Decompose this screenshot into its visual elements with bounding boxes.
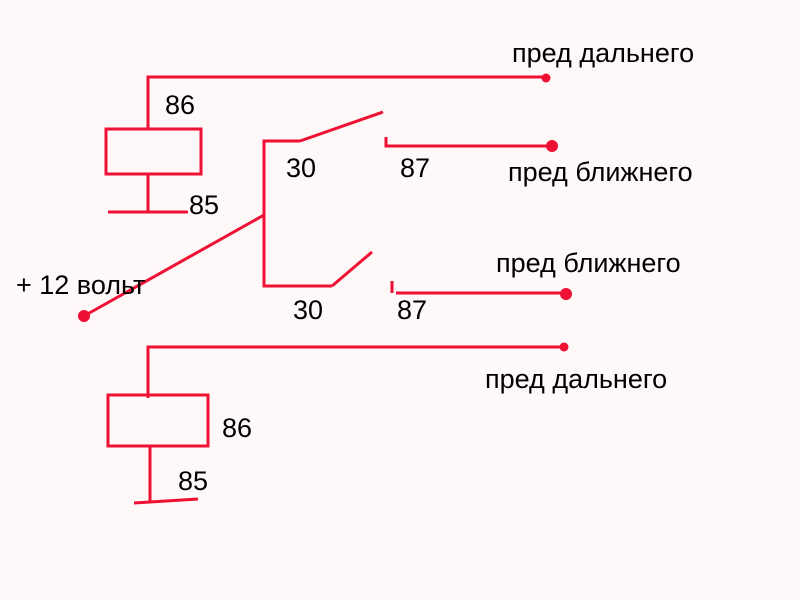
bottom-relay-pin85-label: 85 xyxy=(178,466,209,496)
bottom-relay-coil xyxy=(106,393,210,448)
top-near-label: пред ближнего xyxy=(508,157,693,187)
bottom-far-label: пред дальнего xyxy=(485,364,668,394)
wires xyxy=(83,75,566,505)
top-switch-pin87-label: 87 xyxy=(400,153,431,183)
top-switch-87-wire xyxy=(384,137,552,148)
bottom-far-terminal xyxy=(559,342,569,352)
top-far-terminal xyxy=(541,73,551,83)
bottom-relay-ground-bar xyxy=(133,497,199,505)
terminals xyxy=(78,73,572,352)
common-30-bus xyxy=(262,139,332,288)
top-relay-pin85-label: 85 xyxy=(189,190,220,220)
top-near-terminal xyxy=(546,140,558,152)
top-relay-pin86-label: 86 xyxy=(165,90,196,120)
top-switch-contact xyxy=(299,110,384,143)
top-switch-pin30-label: 30 xyxy=(286,153,317,183)
bottom-relay-far-wire xyxy=(146,345,564,398)
bottom-switch-pin87-label: 87 xyxy=(397,295,428,325)
top-far-label: пред дальнего xyxy=(512,38,695,68)
bottom-switch-contact xyxy=(331,250,373,288)
bottom-switch-pin30-label: 30 xyxy=(293,295,324,325)
power-terminal xyxy=(78,310,90,322)
top-relay-coil xyxy=(104,127,203,176)
bottom-near-label: пред ближнего xyxy=(496,248,681,278)
power-input-label: + 12 вольт xyxy=(16,270,146,300)
bottom-near-terminal xyxy=(560,288,572,300)
top-relay-far-wire xyxy=(146,75,546,128)
bottom-relay-pin86-label: 86 xyxy=(222,413,253,443)
power-input-wire xyxy=(83,213,265,318)
